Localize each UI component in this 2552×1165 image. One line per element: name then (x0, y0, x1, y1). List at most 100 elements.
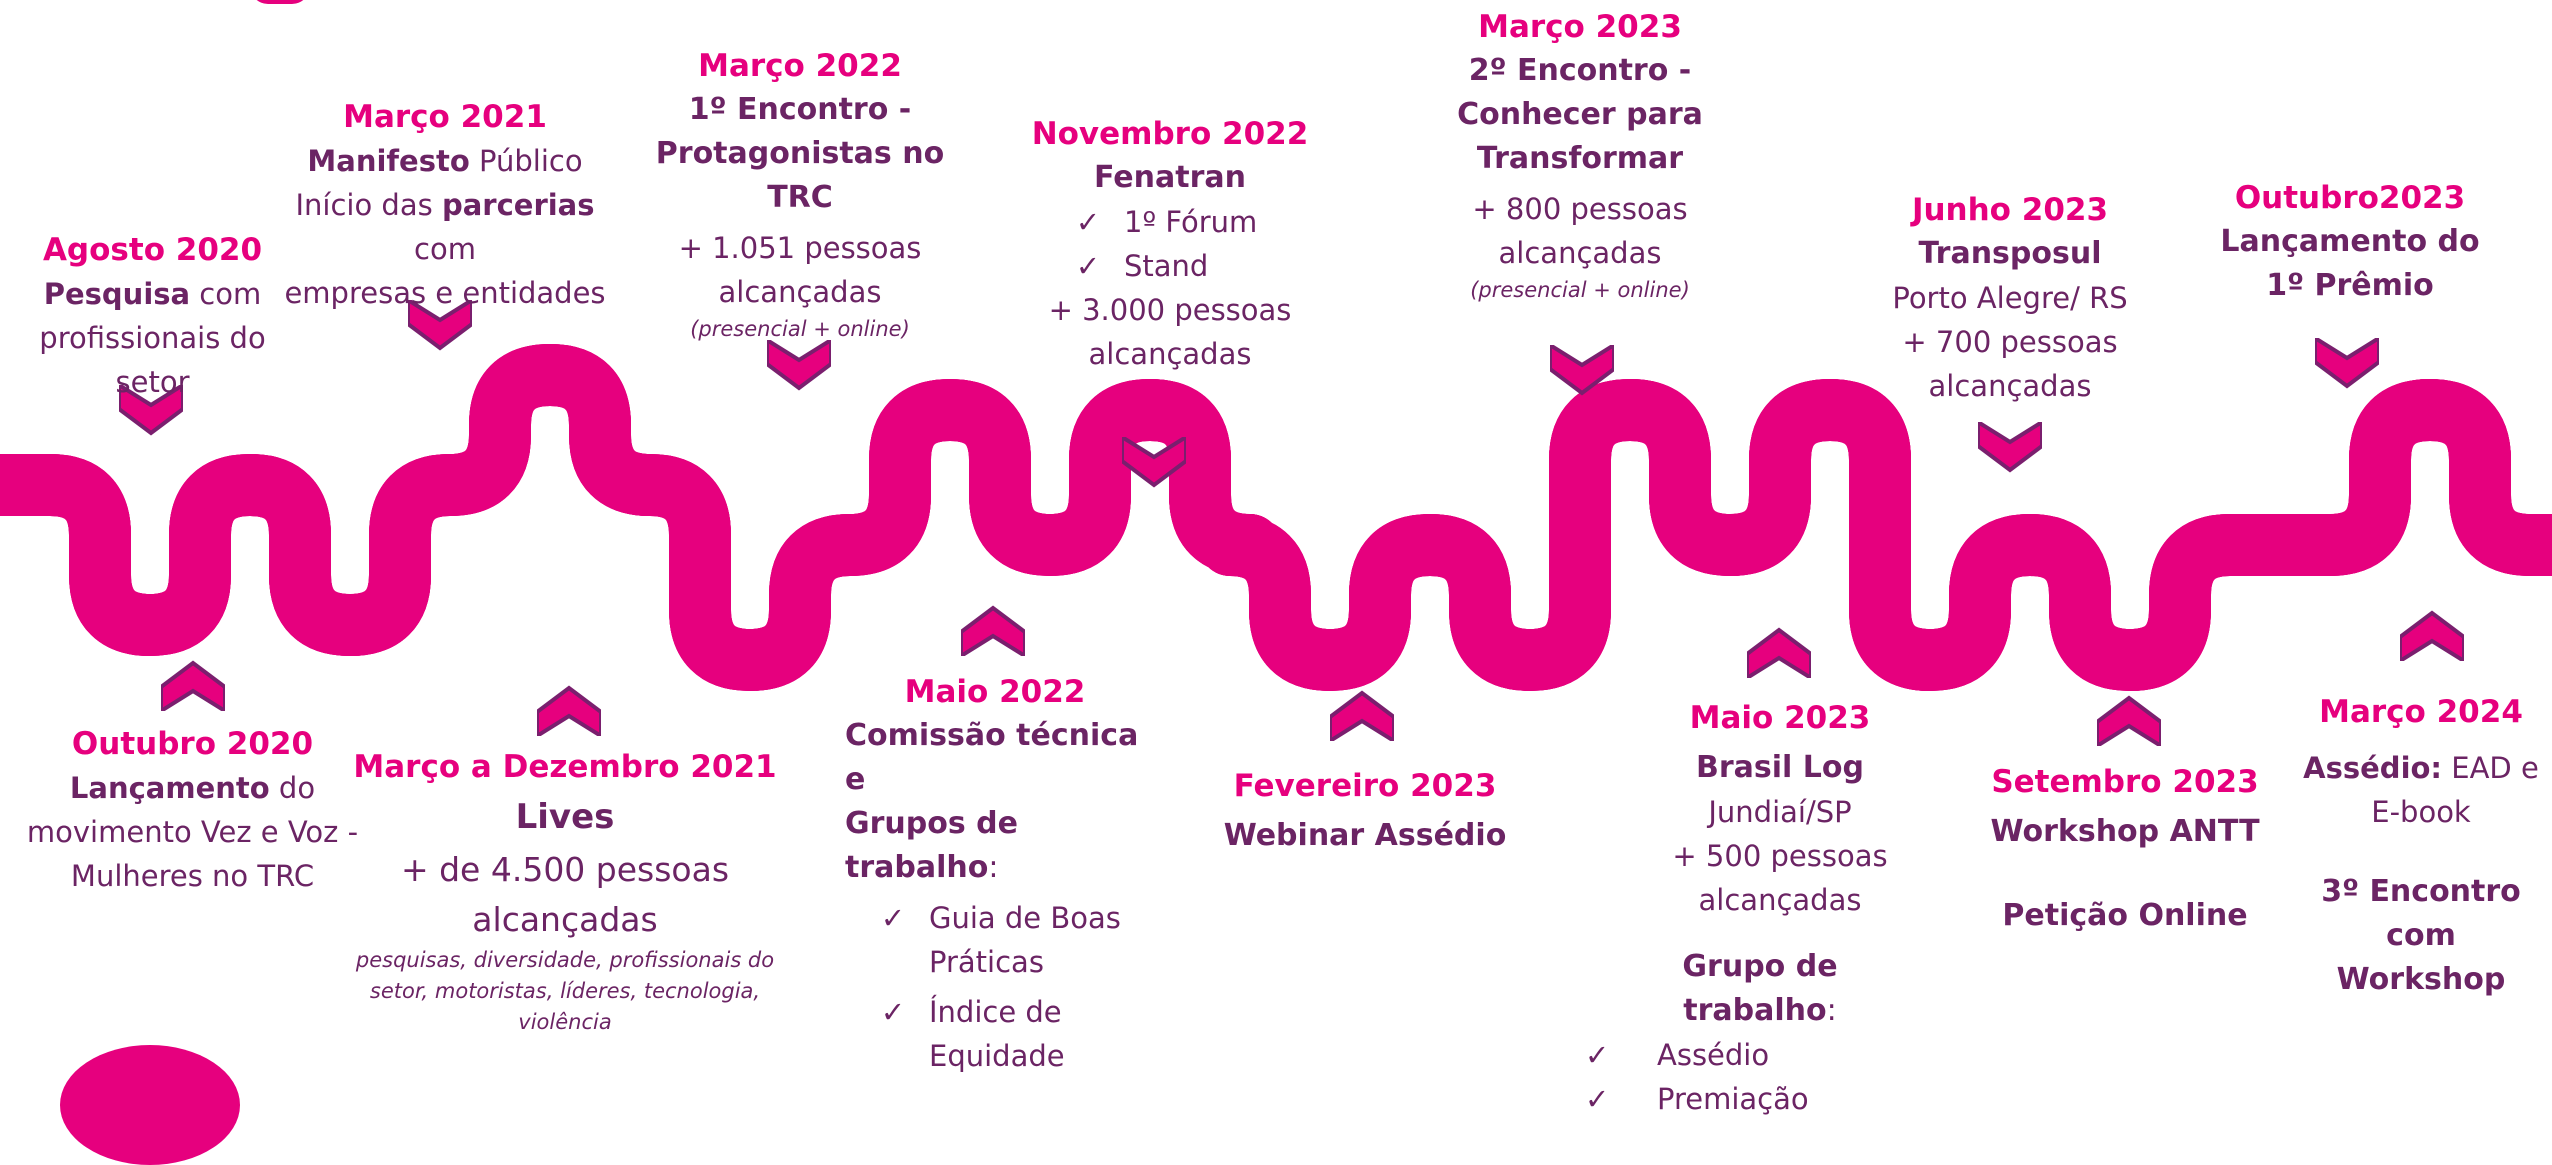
check-icon: ✓ (880, 995, 906, 1029)
event-text: EAD e (2442, 751, 2539, 785)
event-marco-2022: Março 2022 1º Encontro - Protagonistas n… (630, 44, 970, 345)
event-marco-2024: Março 2024 Assédio: EAD e E-book 3º Enco… (2290, 690, 2552, 1002)
event-title: Webinar Assédio (1223, 818, 1507, 853)
event-title: Assédio: (2303, 751, 2443, 785)
event-title: Lançamento do (2220, 224, 2480, 259)
chevron-up-icon (537, 685, 601, 736)
event-text: + 500 pessoas alcançadas (1672, 839, 1888, 917)
event-title: Comissão técnica e (845, 718, 1139, 797)
event-text: + de 4.500 pessoas (400, 850, 730, 889)
event-title: Brasil Log (1696, 750, 1864, 785)
event-date: Novembro 2022 (1031, 116, 1309, 152)
event-maio-2022: Maio 2022 Comissão técnica e Grupos de t… (845, 670, 1145, 1078)
list-item: Stand (1124, 249, 1209, 283)
list-item: Índice de (929, 995, 1062, 1029)
event-outubro-2023: Outubro2023 Lançamento do 1º Prêmio (2220, 176, 2480, 308)
event-text: profissionais do setor (39, 321, 266, 399)
event-junho-2023: Junho 2023 Transposul Porto Alegre/ RS +… (1860, 188, 2160, 408)
check-icon: ✓ (880, 901, 906, 935)
event-agosto-2020: Agosto 2020 Pesquisa com profissionais d… (0, 228, 305, 404)
event-title: Conhecer para (1457, 97, 1703, 132)
check-icon: ✓ (1585, 1082, 1610, 1116)
event-title: Workshop (2336, 962, 2506, 997)
colon: : (988, 850, 999, 885)
event-date: Maio 2022 (904, 674, 1086, 710)
chevron-down-icon (1550, 345, 1614, 396)
event-text: alcançadas (472, 900, 658, 939)
event-outubro-2020: Outubro 2020 Lançamento do movimento Vez… (20, 722, 365, 898)
event-note: setor, motoristas, líderes, tecnologia, (369, 979, 761, 1003)
event-text: Porto Alegre/ RS (1892, 281, 2128, 315)
event-title: Petição Online (2002, 898, 2248, 933)
colon: : (1826, 993, 1837, 1028)
list-item: Assédio (1657, 1038, 1770, 1072)
event-title: Manifesto (307, 144, 470, 178)
event-note: (presencial + online) (690, 317, 910, 341)
event-text: Público (469, 144, 583, 178)
event-marco-2021: Março 2021 Manifesto Público Início das … (270, 95, 620, 315)
event-marco-dezembro-2021: Março a Dezembro 2021 Lives + de 4.500 p… (350, 745, 780, 1038)
event-date: Outubro2023 (2234, 180, 2466, 216)
chevron-down-icon (767, 340, 831, 391)
event-maio-2023-grupo: Grupo de trabalho: ✓ Assédio ✓ Premiação (1585, 945, 1905, 1121)
list-item: Guia de Boas (929, 901, 1121, 935)
event-text: + 800 pessoas (1472, 192, 1688, 226)
timeline-road (0, 344, 2552, 691)
event-date: Março a Dezembro 2021 (353, 749, 777, 785)
event-text: com (190, 277, 262, 311)
event-date: Março 2024 (2319, 694, 2523, 730)
chevron-up-icon (1747, 627, 1811, 678)
event-title: Transformar (1476, 141, 1684, 176)
list-item: 1º Fórum (1124, 205, 1258, 239)
check-icon: ✓ (1585, 1038, 1610, 1072)
event-text: alcançadas (1498, 236, 1662, 270)
event-title: Fenatran (1094, 160, 1246, 195)
event-title: Lançamento (69, 771, 270, 805)
event-text: + 700 pessoas (1902, 325, 2118, 359)
event-date: Março 2023 (1478, 9, 1682, 45)
list-item: Premiação (1657, 1082, 1809, 1116)
event-text: empresas e entidades (284, 276, 606, 310)
chevron-up-icon (1330, 690, 1394, 741)
event-note: violência (518, 1010, 612, 1034)
chevron-down-icon (119, 385, 183, 436)
chevron-up-icon (961, 605, 1025, 656)
event-date: Setembro 2023 (1991, 764, 2259, 800)
event-title: 1º Encontro - (688, 92, 912, 127)
event-note: pesquisas, diversidade, profissionais do (355, 948, 775, 972)
event-date: Outubro 2020 (71, 726, 314, 762)
event-text: Mulheres no TRC (70, 859, 315, 893)
event-title: 2º Encontro - (1468, 53, 1692, 88)
event-title: Protagonistas no TRC (655, 136, 945, 215)
event-date: Março 2022 (698, 48, 902, 84)
event-marco-2023: Março 2023 2º Encontro - Conhecer para T… (1430, 5, 1730, 306)
event-setembro-2023: Setembro 2023 Workshop ANTT Petição Onli… (1990, 760, 2260, 938)
event-text: + 1.051 pessoas (678, 231, 922, 265)
event-fevereiro-2023: Fevereiro 2023 Webinar Assédio (1220, 764, 1510, 858)
event-text: alcançadas (1088, 337, 1252, 371)
event-title: Pesquisa (43, 277, 191, 311)
event-text: + 3.000 pessoas (1048, 293, 1292, 327)
list-item: Práticas (929, 945, 1044, 979)
chevron-up-icon (2097, 695, 2161, 746)
event-text: do (269, 771, 316, 805)
event-text: alcançadas (1928, 369, 2092, 403)
event-title: Transposul (1918, 236, 2102, 271)
check-icon: ✓ (1075, 205, 1101, 239)
event-text: Início das (295, 188, 442, 222)
group-title: Grupo de trabalho (1682, 949, 1838, 1028)
check-icon: ✓ (1075, 249, 1101, 283)
event-title: 1º Prêmio (2266, 268, 2434, 303)
event-date: Maio 2023 (1689, 700, 1871, 736)
event-novembro-2022: Novembro 2022 Fenatran ✓1º Fórum ✓Stand … (1020, 112, 1320, 376)
event-title: parcerias (441, 188, 595, 222)
event-text: Jundiaí/SP (1708, 795, 1852, 829)
chevron-down-icon (1978, 422, 2042, 473)
chevron-up-icon (161, 660, 225, 711)
event-text: E-book (2371, 795, 2471, 829)
chevron-down-icon (1122, 437, 1186, 488)
event-note: (presencial + online) (1470, 278, 1690, 302)
event-text: movimento Vez e Voz - (26, 815, 359, 849)
chevron-up-icon (2400, 610, 2464, 661)
chevron-down-icon (2315, 338, 2379, 389)
